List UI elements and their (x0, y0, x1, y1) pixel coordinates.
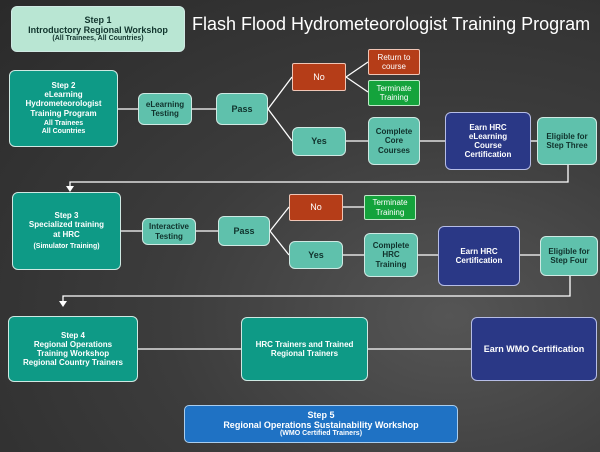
trainers-line1: HRC Trainers and Trained (255, 339, 354, 349)
connector-pass2-yes2 (269, 230, 290, 256)
complete-hrc-training-box: Complete HRC Training (364, 233, 418, 277)
step2-line2: Hydrometeorologist (25, 99, 102, 109)
elearning-testing-line2: Testing (151, 109, 179, 118)
terminate-row1-line2: Training (379, 93, 409, 102)
terminate-training-box-row2: Terminate Training (364, 195, 416, 220)
step2-heading: Step 2 (51, 81, 76, 91)
elearning-cert-line2: eLearning (468, 131, 508, 141)
step1-heading: Step 1 (84, 14, 112, 25)
connector-pass-yes (267, 108, 293, 142)
pass-box-row2: Pass (218, 216, 270, 246)
hrc-cert-line2: Certification (455, 256, 503, 265)
step1-line1: Introductory Regional Workshop (28, 24, 168, 35)
step4-box: Step 4 Regional Operations Training Work… (8, 316, 138, 382)
step2-box: Step 2 eLearning Hydrometeorologist Trai… (9, 70, 118, 147)
step2-line5: All Countries (41, 127, 86, 135)
terminate-training-box-row1: Terminate Training (368, 80, 420, 106)
eligible-four-line1: Eligible for (548, 246, 590, 256)
terminate-row2-line2: Training (375, 207, 405, 217)
complete-hrc-line2: HRC (382, 250, 400, 260)
complete-core-courses-box: Complete Core Courses (368, 117, 420, 165)
interactive-testing-line2: Testing (155, 231, 183, 241)
yes-label-row1: Yes (311, 136, 327, 147)
return-line2: course (381, 62, 406, 71)
complete-hrc-line1: Complete (372, 241, 410, 251)
connector-row2-to-step4 (62, 276, 571, 303)
trainers-line2: Regional Trainers (270, 349, 339, 358)
step4-line2: Training Workshop (36, 349, 110, 358)
elearning-certification-box: Earn HRC eLearning Course Certification (445, 112, 531, 170)
interactive-testing-line1: Interactive (148, 222, 190, 232)
complete-hrc-line3: Training (375, 259, 407, 269)
eligible-three-line2: Step Three (546, 141, 588, 150)
yes-box-row1: Yes (292, 127, 346, 156)
page-title: Flash Flood Hydrometeorologist Training … (192, 14, 591, 34)
step3-box: Step 3 Specialized training at HRC (Simu… (12, 192, 121, 270)
elearning-testing-box: eLearning Testing (138, 93, 192, 125)
step3-line2: at HRC (53, 229, 80, 239)
elearning-cert-line1: Earn HRC (469, 122, 507, 132)
step3-heading: Step 3 (54, 211, 79, 221)
elearning-cert-line3: Course (474, 141, 502, 150)
step5-line1: Regional Operations Sustainability Works… (223, 419, 419, 430)
step1-line2: (All Trainees, All Countries) (52, 35, 144, 43)
pass-box-row1: Pass (216, 93, 268, 125)
eligible-step-three-box: Eligible for Step Three (537, 117, 597, 165)
complete-core-line2: Core (384, 136, 404, 146)
terminate-row1-line1: Terminate (376, 83, 412, 93)
hrc-trainers-box: HRC Trainers and Trained Regional Traine… (241, 317, 368, 381)
complete-core-line3: Courses (377, 145, 410, 155)
step2-line1: eLearning (44, 90, 83, 100)
hrc-cert-line1: Earn HRC (460, 246, 498, 256)
step4-line3: Regional Country Trainers (22, 358, 124, 368)
pass-label-row1: Pass (231, 103, 253, 114)
return-line1: Return to (377, 52, 411, 62)
step4-line1: Regional Operations (33, 339, 113, 349)
arrowhead-step4 (59, 301, 67, 307)
no-label-row1: No (313, 71, 325, 82)
return-to-course-box: Return to course (368, 49, 420, 75)
no-label-row2: No (310, 202, 322, 213)
eligible-step-four-box: Eligible for Step Four (540, 236, 598, 276)
wmo-label: Earn WMO Certification (483, 343, 585, 354)
yes-box-row2: Yes (289, 241, 343, 269)
no-box-row1: No (292, 63, 346, 91)
step2-line4: All Trainees (43, 119, 84, 127)
interactive-testing-box: Interactive Testing (142, 218, 196, 245)
elearning-cert-line4: Certification (464, 150, 512, 160)
step3-line1: Specialized training (28, 220, 105, 230)
no-box-row2: No (289, 194, 343, 221)
step4-heading: Step 4 (60, 330, 85, 340)
step3-line3: (Simulator Training) (33, 242, 100, 250)
terminate-row2-line1: Terminate (372, 198, 408, 208)
step5-box: Step 5 Regional Operations Sustainabilit… (184, 405, 458, 443)
pass-label-row2: Pass (233, 225, 255, 236)
wmo-certification-box: Earn WMO Certification (471, 317, 597, 381)
eligible-four-line2: Step Four (550, 256, 588, 265)
hrc-certification-box: Earn HRC Certification (438, 226, 520, 286)
elearning-testing-line1: eLearning (145, 99, 185, 109)
arrowhead-step3 (66, 186, 74, 192)
connector-pass2-no2 (269, 206, 290, 232)
step2-line3: Training Program (30, 108, 97, 118)
complete-core-line1: Complete (375, 127, 413, 137)
step5-line2: (WMO Certified Trainers) (279, 430, 363, 438)
connector-row1-to-step3 (69, 165, 569, 188)
connector-no-terminate (345, 76, 369, 93)
eligible-three-line1: Eligible for (546, 131, 588, 141)
yes-label-row2: Yes (308, 249, 324, 260)
step1-box: Step 1 Introductory Regional Workshop (A… (11, 6, 185, 52)
connector-pass-no (267, 76, 293, 110)
step5-heading: Step 5 (307, 409, 335, 420)
connector-no-return (345, 61, 369, 78)
